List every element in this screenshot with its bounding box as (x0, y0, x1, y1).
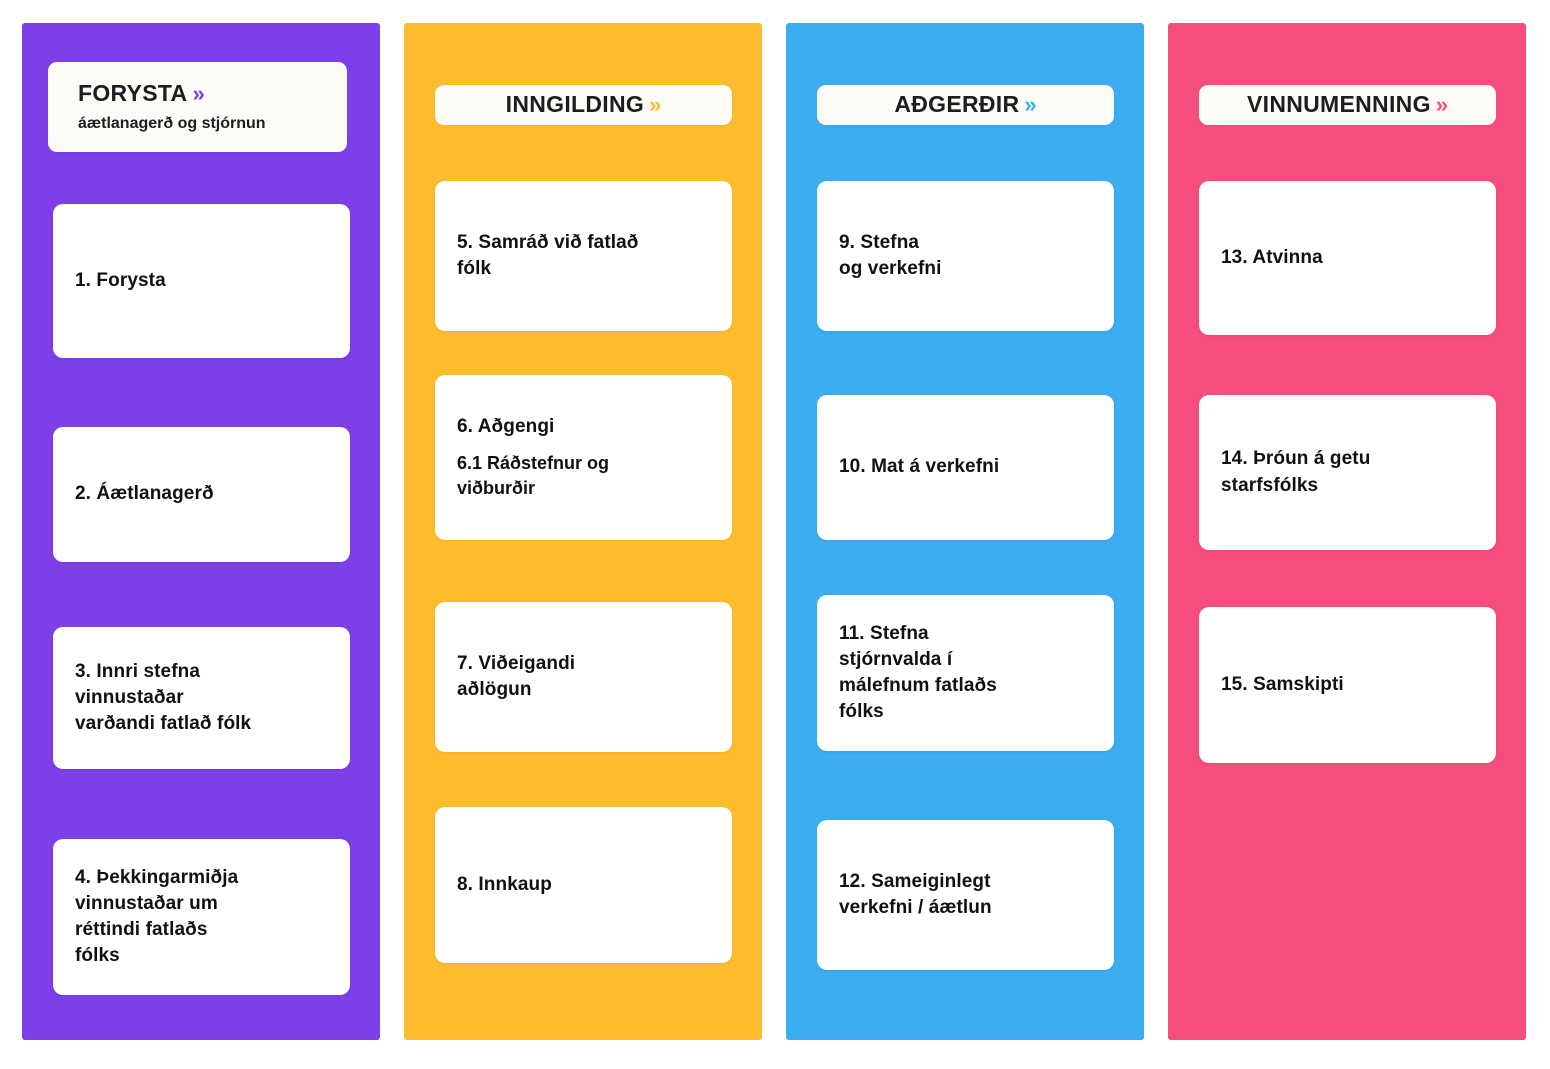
column-vinnumenning: VINNUMENNING » 13. Atvinna 14. Þróun á g… (1168, 23, 1526, 1040)
card-title: 1. Forysta (75, 269, 166, 291)
card-title: 12. Sameiginlegt verkefni / áætlun (839, 870, 992, 918)
column-header-title: VINNUMENNING (1246, 91, 1431, 118)
card-title: 8. Innkaup (457, 873, 552, 895)
card-title: 9. Stefna og verkefni (839, 231, 942, 279)
card-title: 15. Samskipti (1221, 673, 1344, 695)
card-inngilding-8[interactable]: 8. Innkaup (435, 807, 732, 963)
card-title: 2. Áætlanagerð (75, 483, 214, 505)
column-header-title: AÐGERÐIR (894, 91, 1020, 118)
card-vinnumenning-14[interactable]: 14. Þróun á getu starfsfólks (1199, 395, 1496, 550)
double-chevron-right-icon: » (192, 80, 205, 106)
column-header-title: INNGILDING (505, 91, 645, 118)
double-chevron-right-icon: » (1435, 92, 1449, 117)
card-vinnumenning-15[interactable]: 15. Samskipti (1199, 607, 1496, 763)
card-title: 7. Viðeigandi aðlögun (457, 652, 576, 700)
card-title: 4. Þekkingarmiðja vinnustaðar um réttind… (75, 866, 239, 967)
double-chevron-right-icon: » (1024, 92, 1037, 117)
double-chevron-right-icon: » (649, 92, 662, 117)
card-forysta-2[interactable]: 2. Áætlanagerð (53, 427, 350, 562)
column-header-vinnumenning[interactable]: VINNUMENNING » (1199, 85, 1496, 125)
card-title: 10. Mat á verkefni (839, 456, 1000, 478)
card-inngilding-5[interactable]: 5. Samráð við fatlað fólk (435, 181, 732, 331)
card-title: 5. Samráð við fatlað fólk (457, 231, 639, 279)
card-adgerdir-9[interactable]: 9. Stefna og verkefni (817, 181, 1114, 331)
card-adgerdir-11[interactable]: 11. Stefna stjórnvalda í málefnum fatlað… (817, 595, 1114, 751)
column-header-adgerdir[interactable]: AÐGERÐIR » (817, 85, 1114, 125)
card-title: 11. Stefna stjórnvalda í málefnum fatlað… (839, 622, 997, 723)
card-adgerdir-10[interactable]: 10. Mat á verkefni (817, 395, 1114, 540)
column-forysta: FORYSTA » áætlanagerð og stjórnun 1. For… (22, 23, 380, 1040)
card-title: 3. Innri stefna vinnustaðar varðandi fat… (75, 660, 252, 735)
column-header-forysta[interactable]: FORYSTA » áætlanagerð og stjórnun (48, 62, 347, 152)
column-header-inngilding[interactable]: INNGILDING » (435, 85, 732, 125)
column-header-subtitle: áætlanagerð og stjórnun (78, 115, 266, 133)
column-inngilding: INNGILDING » 5. Samráð við fatlað fólk 6… (404, 23, 762, 1040)
card-adgerdir-12[interactable]: 12. Sameiginlegt verkefni / áætlun (817, 820, 1114, 970)
card-title: 14. Þróun á getu starfsfólks (1221, 448, 1371, 496)
column-header-title: FORYSTA (78, 79, 188, 106)
column-header-title-row: FORYSTA » (78, 79, 205, 106)
card-forysta-1[interactable]: 1. Forysta (53, 204, 350, 358)
card-title: 6. Aðgengi (457, 416, 555, 438)
card-title: 13. Atvinna (1221, 246, 1323, 268)
card-inngilding-7[interactable]: 7. Viðeigandi aðlögun (435, 602, 732, 752)
card-inngilding-6[interactable]: 6. Aðgengi 6.1 Ráðstefnur og viðburðir (435, 375, 732, 540)
column-adgerdir: AÐGERÐIR » 9. Stefna og verkefni 10. Mat… (786, 23, 1144, 1040)
card-subtitle: 6.1 Ráðstefnur og viðburðir (457, 453, 610, 499)
card-forysta-3[interactable]: 3. Innri stefna vinnustaðar varðandi fat… (53, 627, 350, 769)
card-vinnumenning-13[interactable]: 13. Atvinna (1199, 181, 1496, 335)
card-forysta-4[interactable]: 4. Þekkingarmiðja vinnustaðar um réttind… (53, 839, 350, 995)
